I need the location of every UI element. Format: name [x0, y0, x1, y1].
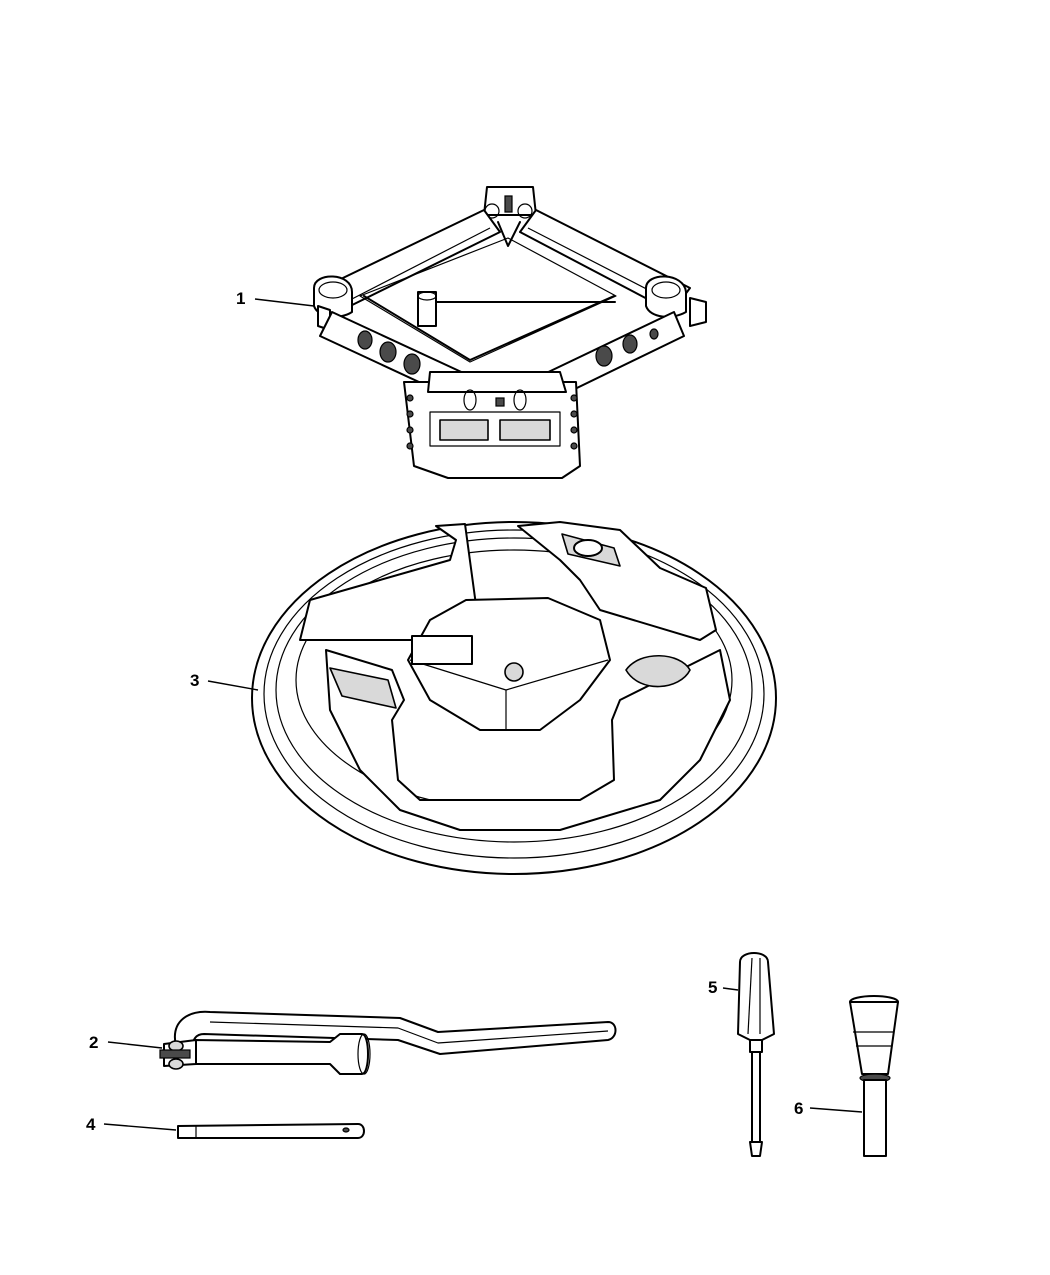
leader-line-6 [809, 1107, 863, 1113]
screwdriver-icon [737, 952, 775, 1157]
callout-5: 5 [708, 978, 718, 997]
spare-tire-tool-tray-icon [251, 521, 777, 875]
tool-handle-icon [849, 995, 899, 1157]
callout-6: 6 [794, 1099, 804, 1118]
lug-wrench-icon [159, 1010, 617, 1075]
scissor-jack-icon [313, 186, 707, 479]
callout-1: 1 [236, 289, 246, 308]
callout-4: 4 [86, 1115, 96, 1134]
extension-bar-icon [177, 1123, 365, 1139]
leader-line-2 [107, 1041, 163, 1049]
callout-3: 3 [190, 671, 200, 690]
leader-line-3 [207, 680, 259, 691]
callout-2: 2 [89, 1033, 99, 1052]
leader-line-1 [254, 298, 315, 307]
leader-lines [103, 298, 863, 1131]
leader-line-4 [103, 1123, 177, 1131]
leader-line-5 [722, 987, 739, 991]
